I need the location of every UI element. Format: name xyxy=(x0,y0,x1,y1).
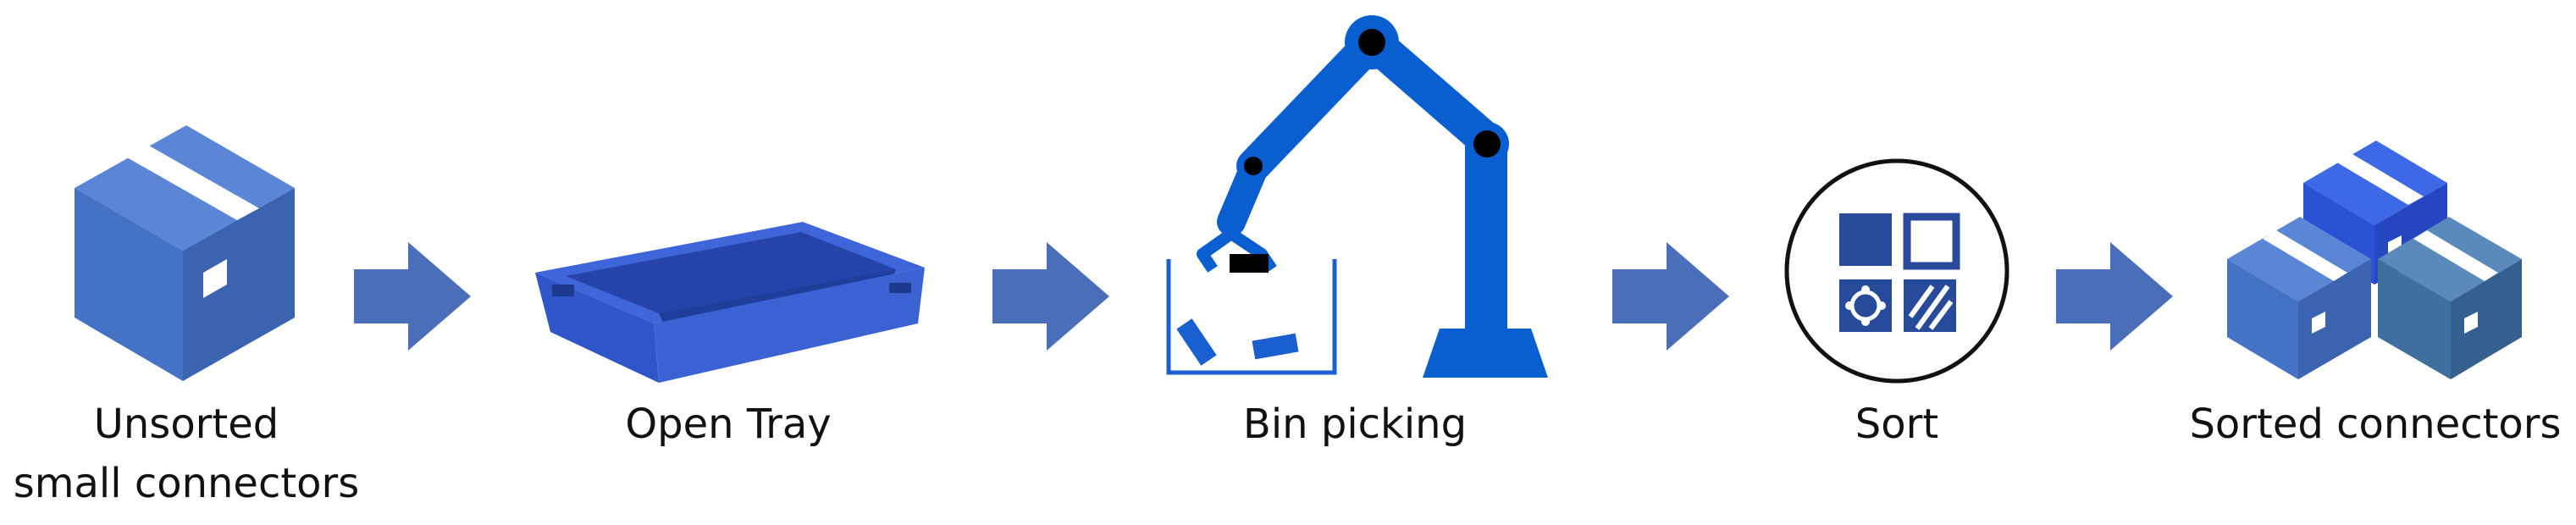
stacked-boxes-icon xyxy=(2227,141,2522,379)
arrow-icon-1 xyxy=(354,242,471,351)
step-label-unsorted: Unsorted small connectors xyxy=(0,395,373,513)
step-label-line1: Open Tray xyxy=(625,401,832,448)
arrow-icon-4 xyxy=(2056,242,2173,351)
step-label-bin-picking: Bin picking xyxy=(1186,395,1524,454)
sort-icon xyxy=(1784,158,2009,384)
step-label-sort: Sort xyxy=(1770,395,2024,454)
step-label-line1: Bin picking xyxy=(1242,401,1468,448)
step-label-open-tray: Open Tray xyxy=(559,395,898,454)
arrow-icon-3 xyxy=(1612,242,1729,351)
arrow-icon-2 xyxy=(992,242,1109,351)
tray-icon xyxy=(535,222,925,383)
step-label-line2: small connectors xyxy=(13,460,360,507)
box-icon xyxy=(75,125,295,381)
robot-arm-icon xyxy=(1166,15,1548,378)
step-label-line1: Unsorted xyxy=(93,401,279,448)
step-label-line1: Sorted connectors xyxy=(2189,401,2562,448)
step-label-sorted-connectors: Sorted connectors xyxy=(2176,395,2574,454)
step-label-line1: Sort xyxy=(1855,401,1939,448)
